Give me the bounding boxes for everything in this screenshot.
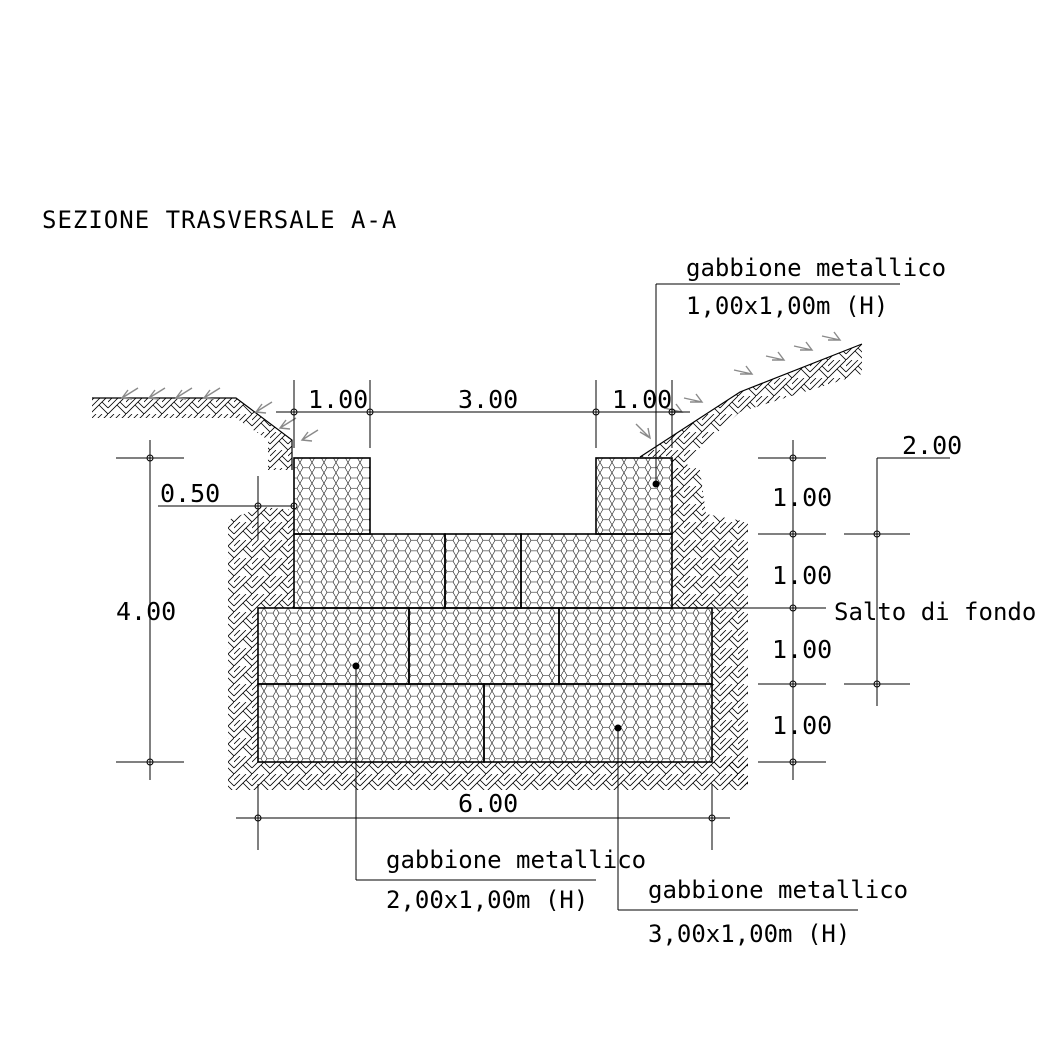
section-title: SEZIONE TRASVERSALE A-A: [42, 206, 397, 234]
dim-row-4: 1.00: [772, 711, 832, 740]
dim-drop-height: 2.00: [902, 431, 962, 460]
soil-right-backfill: [672, 458, 748, 788]
dimension-left-vertical: [116, 440, 184, 780]
gabion-bottom-left: [257, 683, 485, 763]
label-left-gabion-size: 2,00x1,00m (H): [386, 886, 588, 914]
leader-right-gabion: [617, 728, 858, 911]
dimension-top: [276, 380, 690, 448]
gabion-row2-middle: [444, 533, 522, 609]
dim-row-2: 1.00: [772, 561, 832, 590]
dimension-bottom: [236, 784, 730, 850]
gabion-row3-middle: [408, 607, 560, 685]
leader-left-gabion: [355, 666, 596, 881]
gabion-row2-right: [520, 533, 673, 609]
leader-dot-right: [614, 724, 622, 732]
ground-right-bank: [640, 344, 862, 470]
dim-row-3: 1.00: [772, 635, 832, 664]
dimension-offset: [158, 476, 298, 540]
label-drop: Salto di fondo: [834, 598, 1036, 626]
ground-left-bank: [92, 398, 292, 470]
ground-right-surface: [639, 343, 863, 458]
gabion-row2-left: [293, 533, 446, 609]
dim-top-right: 1.00: [612, 385, 672, 414]
gabion-top-left: [293, 457, 371, 535]
gabion-row3-left: [257, 607, 410, 685]
leader-dot-left: [352, 662, 360, 670]
label-left-gabion-name: gabbione metallico: [386, 846, 646, 874]
gabion-structure: [257, 457, 713, 763]
dim-top-left: 1.00: [308, 385, 368, 414]
grass-marks-left: [120, 387, 319, 442]
dim-offset: 0.50: [160, 479, 220, 508]
dimension-drop: [712, 457, 950, 706]
label-right-gabion-name: gabbione metallico: [648, 876, 908, 904]
label-right-gabion-size: 3,00x1,00m (H): [648, 920, 850, 948]
grass-marks-right: [635, 331, 842, 440]
ground-left-surface: [92, 397, 293, 470]
leader-dot-top: [652, 480, 660, 488]
leader-top-gabion: [655, 283, 900, 484]
dim-base-width: 6.00: [458, 789, 518, 818]
dim-total-height: 4.00: [116, 597, 176, 626]
dim-top-center: 3.00: [458, 385, 518, 414]
gabion-top-right: [595, 457, 673, 535]
soil-bottom-backfill: [228, 762, 748, 790]
gabion-bottom-right: [483, 683, 713, 763]
label-top-gabion-size: 1,00x1,00m (H): [686, 292, 888, 320]
soil-left-backfill: [228, 507, 294, 762]
label-top-gabion-name: gabbione metallico: [686, 254, 946, 282]
dim-row-1: 1.00: [772, 483, 832, 512]
gabion-row3-right: [558, 607, 713, 685]
